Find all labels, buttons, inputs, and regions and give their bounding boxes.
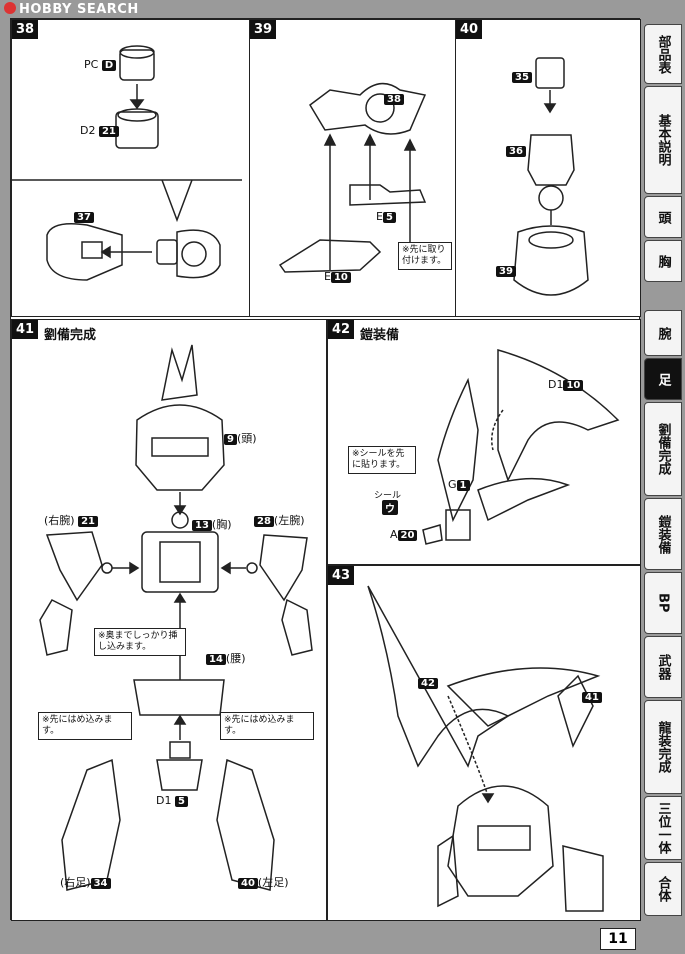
step-number: 39	[250, 20, 277, 39]
label-head: 9(頭)	[224, 430, 257, 446]
step-41-title: 劉備完成	[44, 328, 97, 343]
tab-trinity[interactable]: 三位一体	[644, 796, 682, 860]
step-number: 40	[456, 20, 483, 39]
label-d1: D1 5	[156, 794, 188, 807]
step-number: 43	[328, 566, 355, 585]
step-38-panel: 38	[11, 19, 251, 317]
label-d2: D2 21	[80, 124, 119, 137]
step-43-panel: 43 42 41	[327, 565, 641, 921]
label-39: 39	[496, 264, 516, 277]
label-right-leg: (右足)34	[60, 874, 111, 890]
logo-text: HOBBY SEARCH	[19, 2, 139, 17]
step-39-illustration	[278, 82, 427, 273]
label-waist: 14(腰)	[206, 650, 246, 666]
step-42-title: 鎧装備	[360, 328, 400, 343]
tab-bp[interactable]: BP	[644, 572, 682, 634]
step-number: 38	[12, 20, 39, 39]
tab-parts-list[interactable]: 部品表	[644, 24, 682, 84]
note-insert-deep: ※奥までしっかり挿し込みます。	[94, 628, 186, 656]
step-42-illustration	[422, 349, 620, 545]
step-number: 41	[12, 320, 39, 339]
label-pc: PC D	[84, 58, 117, 71]
note-attach-first: ※先に取り付けます。	[398, 242, 452, 270]
step-40-illustration	[513, 57, 589, 296]
tab-weapons[interactable]: 武器	[644, 636, 682, 698]
label-35: 35	[512, 70, 532, 83]
tab-liubei-complete[interactable]: 劉備完成	[644, 402, 682, 496]
step-41-illustration	[39, 344, 313, 891]
step-number: 42	[328, 320, 355, 339]
label-42: 42	[418, 676, 438, 689]
tab-leg[interactable]: 足	[644, 358, 682, 400]
step-38-illustration	[12, 45, 242, 281]
label-37: 37	[74, 210, 94, 223]
logo-icon	[4, 2, 16, 14]
tab-chest[interactable]: 胸	[644, 240, 682, 282]
label-left-leg: 40(左足)	[238, 874, 289, 890]
tab-basic-instructions[interactable]: 基本説明	[644, 86, 682, 194]
step-40-panel: 40 35 36 39	[455, 19, 641, 317]
step-41-panel: 41 劉備完成	[11, 319, 327, 921]
instruction-sheet: 38	[10, 18, 641, 921]
label-seal: シール	[374, 491, 402, 501]
tab-dragon-complete[interactable]: 龍装完成	[644, 700, 682, 794]
step-43-illustration	[367, 585, 604, 912]
note-fit-first-left: ※先にはめ込みます。	[38, 712, 132, 740]
label-chest: 13(胸)	[192, 516, 232, 532]
label-right-arm: (右腕) 21	[44, 512, 99, 528]
label-41: 41	[582, 690, 602, 703]
tab-combine[interactable]: 合体	[644, 862, 682, 916]
site-logo: HOBBY SEARCH	[4, 2, 139, 17]
label-seal-part: ウ	[382, 500, 398, 515]
tab-armor-equip[interactable]: 鎧装備	[644, 498, 682, 570]
label-left-arm: 28(左腕)	[254, 512, 305, 528]
page-number: 11	[600, 928, 636, 950]
note-fit-first-right: ※先にはめ込みます。	[220, 712, 314, 740]
tab-head[interactable]: 頭	[644, 196, 682, 238]
tab-arm[interactable]: 腕	[644, 310, 682, 356]
note-apply-seal: ※シールを先に貼ります。	[348, 446, 416, 474]
label-36: 36	[506, 144, 526, 157]
label-38: 38	[384, 92, 404, 105]
